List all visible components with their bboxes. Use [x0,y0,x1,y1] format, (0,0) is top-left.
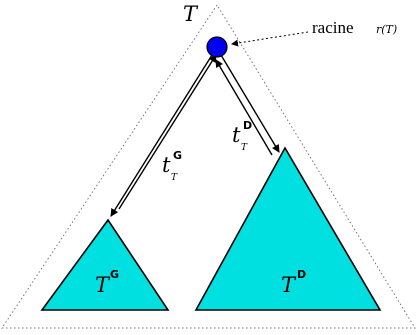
right-path-superscript: D [243,119,252,132]
root-label: racine [312,18,354,37]
right-subtree-triangle [194,146,382,311]
root-pointer-line [231,31,309,47]
left-subtree-triangle [40,218,170,311]
root-function-label: r(T) [376,23,397,36]
left-path-label: t [162,153,171,177]
right-subtree-label: T [281,273,297,297]
left-subtree-label: T [95,273,111,297]
right-path-line-inner [215,59,273,156]
right-path-subscript: T [241,143,248,153]
left-path-superscript: G [173,149,182,162]
left-path-subscript: T [171,173,178,183]
tree-label: T [183,2,199,26]
right-path-label: t [232,123,241,147]
left-path-line-inner [118,54,217,210]
root-node [206,36,228,58]
right-subtree-superscript: D [297,268,306,281]
right-path-line-outer [220,54,280,153]
left-path-line-outer [110,54,213,217]
left-subtree-superscript: G [110,268,119,281]
